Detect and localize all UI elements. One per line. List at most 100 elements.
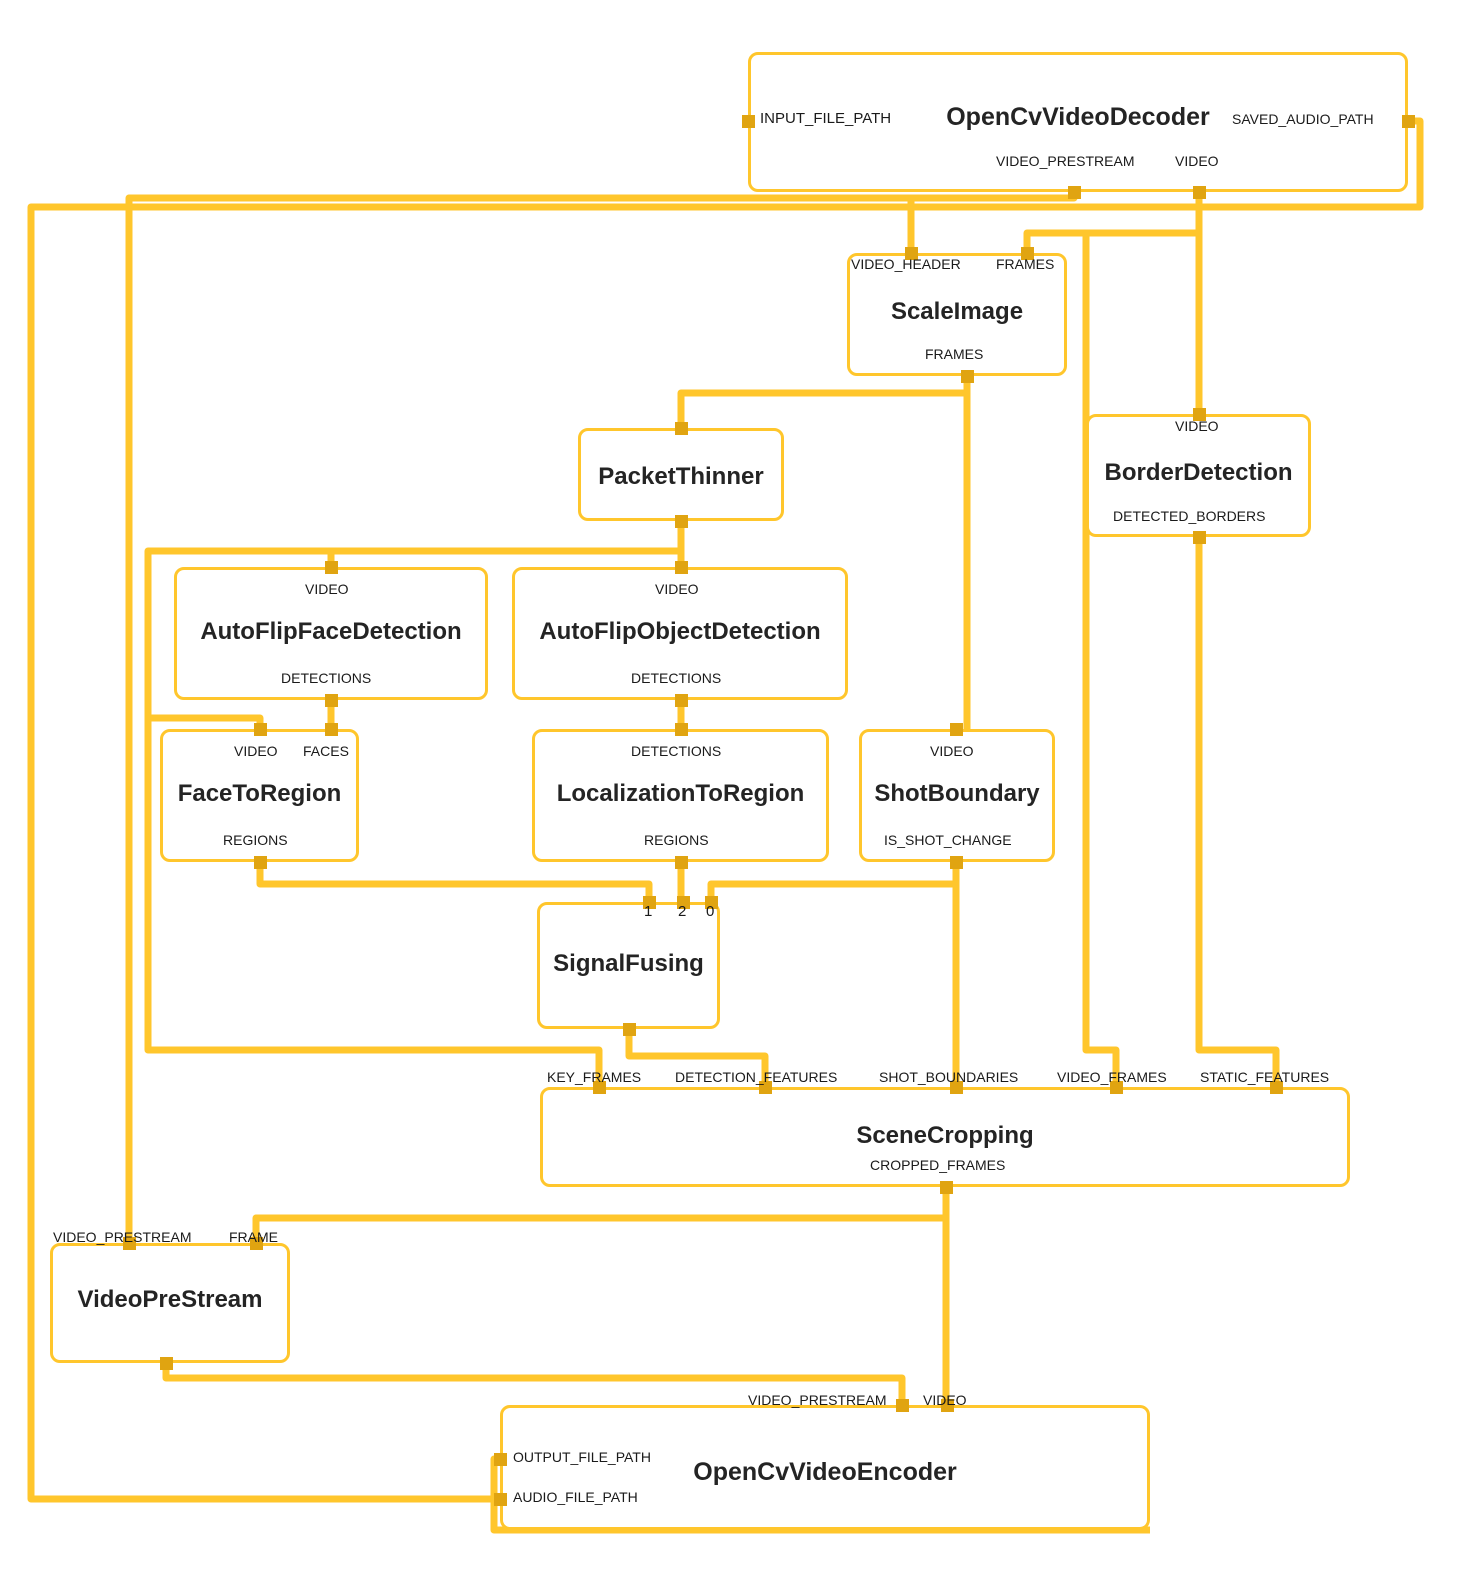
port-label-2: 2 — [678, 903, 687, 920]
port-square[interactable] — [675, 723, 688, 736]
node-scale_image[interactable]: ScaleImage — [847, 253, 1067, 376]
edge — [1195, 537, 1280, 1087]
port-square[interactable] — [941, 1399, 954, 1412]
edge — [256, 862, 653, 902]
port-square[interactable] — [675, 515, 688, 528]
port-square[interactable] — [961, 370, 974, 383]
port-label-frames: FRAMES — [925, 346, 984, 362]
port-square[interactable] — [675, 561, 688, 574]
node-title: VideoPreStream — [77, 1286, 263, 1313]
port-label-shot_boundaries: SHOT_BOUNDARIES — [879, 1069, 1019, 1085]
port-label-video: VIDEO — [930, 743, 974, 759]
port-square[interactable] — [1270, 1081, 1283, 1094]
port-square[interactable] — [675, 856, 688, 869]
port-label-frames: FRAMES — [996, 256, 1055, 272]
port-square[interactable] — [950, 1081, 963, 1094]
port-square[interactable] — [494, 1493, 507, 1506]
port-square[interactable] — [254, 856, 267, 869]
port-square[interactable] — [677, 896, 690, 909]
port-label-key_frames: KEY_FRAMES — [547, 1069, 642, 1085]
node-opencv_video_encoder[interactable]: OpenCvVideoEncoder — [500, 1405, 1150, 1530]
port-square[interactable] — [593, 1081, 606, 1094]
node-opencv_video_decoder[interactable]: OpenCvVideoDecoder — [748, 52, 1408, 192]
port-label-regions: REGIONS — [223, 832, 288, 848]
port-square[interactable] — [254, 723, 267, 736]
node-video_pre_stream[interactable]: VideoPreStream — [50, 1243, 290, 1363]
port-label-video_prestream: VIDEO_PRESTREAM — [53, 1229, 192, 1245]
port-square[interactable] — [160, 1357, 173, 1370]
port-label-static_features: STATIC_FEATURES — [1200, 1069, 1330, 1085]
port-square[interactable] — [1110, 1081, 1123, 1094]
node-title: AutoFlipObjectDetection — [539, 618, 821, 645]
port-square[interactable] — [896, 1399, 909, 1412]
port-square[interactable] — [1068, 186, 1081, 199]
port-square[interactable] — [1402, 115, 1415, 128]
port-square[interactable] — [675, 422, 688, 435]
port-label-video: VIDEO — [655, 581, 699, 597]
port-square[interactable] — [623, 1023, 636, 1036]
port-square[interactable] — [705, 896, 718, 909]
port-square[interactable] — [325, 723, 338, 736]
node-title: SceneCropping — [856, 1122, 1034, 1149]
node-scene_cropping[interactable]: SceneCropping — [540, 1087, 1350, 1187]
port-label-output_file_path: OUTPUT_FILE_PATH — [513, 1449, 651, 1465]
port-label-0: 0 — [706, 903, 715, 920]
port-label-faces: FACES — [303, 743, 349, 759]
port-square[interactable] — [494, 1453, 507, 1466]
port-square[interactable] — [250, 1237, 263, 1250]
port-label-video: VIDEO — [923, 1392, 967, 1408]
port-square[interactable] — [325, 561, 338, 574]
port-label-video: VIDEO — [234, 743, 278, 759]
node-packet_thinner[interactable]: PacketThinner — [578, 428, 784, 521]
port-square[interactable] — [675, 694, 688, 707]
edge — [125, 194, 1074, 1243]
port-square[interactable] — [950, 856, 963, 869]
port-label-video: VIDEO — [1175, 153, 1219, 169]
node-face_to_region[interactable]: FaceToRegion — [160, 729, 359, 862]
node-title: SignalFusing — [553, 950, 704, 977]
port-square[interactable] — [940, 1181, 953, 1194]
node-title: OpenCvVideoEncoder — [693, 1458, 957, 1486]
port-label-regions: REGIONS — [644, 832, 709, 848]
node-title: FaceToRegion — [177, 780, 342, 807]
port-label-video_prestream: VIDEO_PRESTREAM — [996, 153, 1135, 169]
port-label-is_shot_change: IS_SHOT_CHANGE — [884, 832, 1012, 848]
port-label-detections: DETECTIONS — [631, 670, 722, 686]
edge — [144, 547, 681, 1087]
node-title: LocalizationToRegion — [556, 780, 805, 807]
port-label-audio_file_path: AUDIO_FILE_PATH — [513, 1489, 638, 1505]
port-square[interactable] — [1193, 408, 1206, 421]
port-square[interactable] — [950, 723, 963, 736]
port-label-saved_audio_path: SAVED_AUDIO_PATH — [1232, 111, 1374, 127]
node-autoflip_face_detection[interactable]: AutoFlipFaceDetection — [174, 567, 488, 700]
node-title: ShotBoundary — [874, 780, 1040, 807]
port-label-detected_borders: DETECTED_BORDERS — [1113, 508, 1266, 524]
node-title: BorderDetection — [1104, 459, 1293, 486]
edge — [162, 1363, 906, 1405]
port-label-video: VIDEO — [305, 581, 349, 597]
port-square[interactable] — [905, 247, 918, 260]
port-square[interactable] — [1193, 186, 1206, 199]
node-autoflip_object_detection[interactable]: AutoFlipObjectDetection — [512, 567, 848, 700]
edge — [677, 376, 971, 428]
port-square[interactable] — [742, 115, 755, 128]
port-label-video_frames: VIDEO_FRAMES — [1057, 1069, 1167, 1085]
port-label-detections: DETECTIONS — [281, 670, 372, 686]
port-square[interactable] — [759, 1081, 772, 1094]
port-square[interactable] — [1021, 247, 1034, 260]
node-title: AutoFlipFaceDetection — [200, 618, 462, 645]
port-square[interactable] — [643, 896, 656, 909]
port-square[interactable] — [325, 694, 338, 707]
port-label-frame: FRAME — [229, 1229, 278, 1245]
node-signal_fusing[interactable]: SignalFusing — [537, 902, 720, 1029]
port-label-input_file_path: INPUT_FILE_PATH — [760, 110, 892, 127]
port-label-cropped_frames: CROPPED_FRAMES — [870, 1157, 1006, 1173]
port-square[interactable] — [1193, 531, 1206, 544]
port-label-video_prestream: VIDEO_PRESTREAM — [748, 1392, 887, 1408]
port-label-video_header: VIDEO_HEADER — [851, 256, 961, 272]
port-square[interactable] — [123, 1237, 136, 1250]
port-label-1: 1 — [644, 903, 653, 920]
node-title: OpenCvVideoDecoder — [946, 103, 1210, 131]
